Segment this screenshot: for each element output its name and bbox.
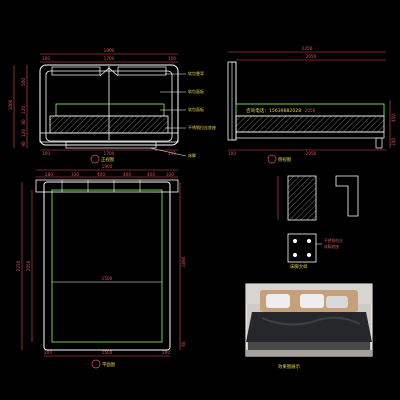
plan-dim-right-label: 1890: [181, 256, 186, 267]
detail-label: 不锈钢拉丝: [324, 238, 343, 243]
side-dim-bottom-label: 100: [228, 151, 236, 156]
detail-foot-plan: [287, 233, 317, 263]
plan-center-dim-label: 1500: [102, 276, 113, 281]
front-dim-bottom-label: 1700: [104, 151, 115, 156]
foot-detail: [277, 175, 359, 263]
side-phone-label: 咨询电话：15639882028: [246, 107, 301, 114]
plan-dim-bottom-label: 200: [44, 350, 52, 355]
photo-bed-base: [248, 342, 370, 350]
detail-foot-profile: [335, 175, 359, 217]
plan-dim-left-label: 2250: [16, 260, 21, 271]
photo-pillow-left: [266, 294, 290, 308]
front-caption: 正视图: [101, 156, 115, 163]
detail-labels: 不锈钢拉丝 床脚底座: [324, 238, 343, 249]
photo-pillow-accent: [326, 296, 348, 308]
front-view: [13, 53, 187, 164]
side-dim-top-label: 2250: [302, 46, 313, 51]
front-mattress: [49, 115, 169, 134]
plan-caption-marker: [91, 359, 101, 369]
plan-outer-frame: [43, 181, 171, 351]
photo-duvet-fold: [261, 316, 361, 326]
front-dim-bottom-label: 100: [42, 151, 50, 156]
front-headboard-outline: [39, 64, 179, 146]
front-dim-left-label: 120: [21, 129, 26, 137]
detail-bolts: [293, 239, 311, 257]
front-annotation: 不锈钢拉丝底座: [188, 124, 216, 130]
plan-headboard: [35, 179, 179, 193]
side-dim-top-sub-label: 2050: [306, 54, 317, 59]
detail-caption: 床脚大样: [290, 263, 308, 270]
front-pillow: [55, 103, 165, 117]
side-caption: 侧视图: [278, 156, 292, 163]
detail-foot-elevation: [287, 175, 317, 221]
front-annotation: 软包面板: [188, 88, 204, 94]
front-dim-top-sub-label: 100: [42, 56, 50, 61]
front-cushion-left: [51, 66, 101, 76]
detail-label: 床脚底座: [324, 244, 339, 249]
plan-dim-left-label: 2050: [26, 260, 31, 271]
photo-pillow-right: [300, 294, 324, 308]
front-dim-left-label: 80: [21, 119, 26, 125]
front-dim-left-label: 120: [21, 106, 26, 114]
front-annotations: 软包靠背 软包面板 软包面板 不锈钢拉丝底座 床脚: [188, 70, 216, 158]
plan-dim-top-label: 1900: [102, 164, 113, 169]
front-annotation: 床脚: [188, 152, 196, 158]
front-cushion-right: [117, 66, 167, 76]
plan-dim-top-sub-label: 330: [71, 172, 79, 177]
bed-cad-geometry: [13, 51, 391, 369]
plan-dim-top-sub-label: 400: [147, 172, 155, 177]
plan-dim-right-label: 60: [181, 341, 186, 347]
front-caption-marker: [90, 154, 100, 164]
front-annotation: 软包靠背: [188, 70, 204, 76]
side-mid-dim-label: 2050: [305, 108, 316, 113]
side-caption-marker: [267, 154, 277, 164]
front-plinth: [65, 141, 157, 149]
side-dim-bottom-label: 2050: [306, 151, 317, 156]
photo-caption: 效果图展示: [278, 363, 301, 370]
photo-duvet: [246, 312, 372, 342]
side-mattress: [235, 115, 385, 133]
plan-dim-bottom-label: 200: [162, 350, 170, 355]
front-dim-top-label: 1900: [104, 48, 115, 53]
front-annotation: 软包面板: [188, 106, 204, 112]
dimension-text: 1900 100 1700 100 1000 500 120 80 120 90…: [8, 46, 396, 355]
plan-dim-bottom-label: 1500: [102, 350, 113, 355]
side-rail: [235, 131, 385, 139]
photo-floor: [246, 350, 372, 356]
side-dim-right-label: 450: [391, 114, 396, 122]
front-seam-cap: [99, 67, 119, 77]
side-headboard-inner: [231, 61, 237, 141]
plan-caption: 平面图: [102, 362, 116, 368]
front-dim-top-sub-label: 100: [168, 56, 176, 61]
front-dim-left-label: 500: [21, 78, 26, 86]
side-view: [227, 51, 391, 164]
front-dim-top-sub-label: 1700: [104, 56, 115, 61]
side-dim-right-label: 100: [391, 138, 396, 146]
front-dim-left-label: 90: [21, 141, 26, 147]
view-captions: 正视图 侧视图 平面图 床脚大样 效果图展示: [101, 156, 308, 370]
plan-dim-top-sub-label: 400: [97, 172, 105, 177]
plan-dim-top-sub-label: 400: [123, 172, 131, 177]
plan-headboard-segments: [61, 180, 141, 192]
render-photo: [245, 283, 373, 357]
front-leaders: [149, 73, 187, 157]
front-dim-bottom-label: 100: [168, 151, 176, 156]
plan-dim-top-sub-label: 330: [166, 172, 174, 177]
plan-mattress: [51, 189, 163, 343]
plan-view: [21, 169, 181, 369]
plan-dim-top-sub-label: 280: [45, 172, 53, 177]
front-dim-left-label: 1000: [8, 99, 13, 110]
side-leg: [375, 137, 383, 149]
